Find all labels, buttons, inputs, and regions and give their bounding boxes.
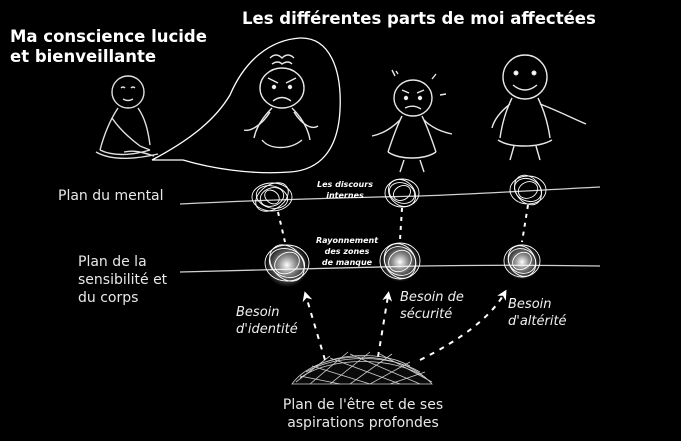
alterity-need-line2: d'altérité — [508, 314, 567, 329]
mental-plane-label: Plan du mental — [58, 188, 164, 204]
parts-title: Les différentes parts de moi affectées — [242, 9, 596, 28]
sensibility-plane-label-line3: du corps — [78, 290, 139, 306]
worried-figure-icon — [371, 69, 453, 173]
seated-figure-icon — [95, 75, 159, 159]
thought-bubble — [151, 37, 341, 174]
radiance-label-line2: des zones — [324, 247, 370, 256]
identity-need-line2: d'identité — [236, 322, 298, 337]
being-plane-label-line2: aspirations profondes — [287, 415, 439, 431]
radiance-label-line1: Rayonnement — [315, 236, 379, 245]
radiance-label-line3: de manque — [321, 258, 373, 267]
mental-scribble-ball-1 — [251, 182, 293, 212]
rising-arrows — [302, 289, 507, 361]
sensibility-glow-ball-1 — [264, 243, 310, 287]
angry-figure-icon — [243, 54, 319, 149]
sensibility-plane-label-line1: Plan de la — [78, 254, 147, 270]
conscience-title-line1: Ma conscience lucide — [10, 27, 207, 46]
identity-need-line1: Besoin — [236, 305, 280, 320]
sensibility-plane-label-line2: sensibilité et — [78, 272, 168, 288]
inner-discourse-label-line1: Les discours — [317, 180, 373, 189]
sensibility-glow-ball-2 — [379, 242, 421, 282]
mental-plane-line — [179, 186, 601, 205]
mental-scribble-ball-2 — [384, 178, 420, 208]
mental-scribble-ball-3 — [509, 174, 547, 206]
security-need-line1: Besoin de — [400, 290, 464, 305]
alterity-need-line1: Besoin — [508, 297, 552, 312]
being-mound — [291, 351, 433, 385]
security-need-line2: sécurité — [400, 307, 453, 322]
happy-figure-icon — [491, 54, 587, 161]
conscience-title-line2: et bienveillante — [10, 47, 157, 66]
sensibility-glow-ball-3 — [503, 244, 541, 280]
vertical-connectors — [277, 204, 529, 243]
inner-discourse-label-line2: internes — [326, 191, 364, 200]
being-plane-label-line1: Plan de l'être et de ses — [282, 397, 444, 413]
